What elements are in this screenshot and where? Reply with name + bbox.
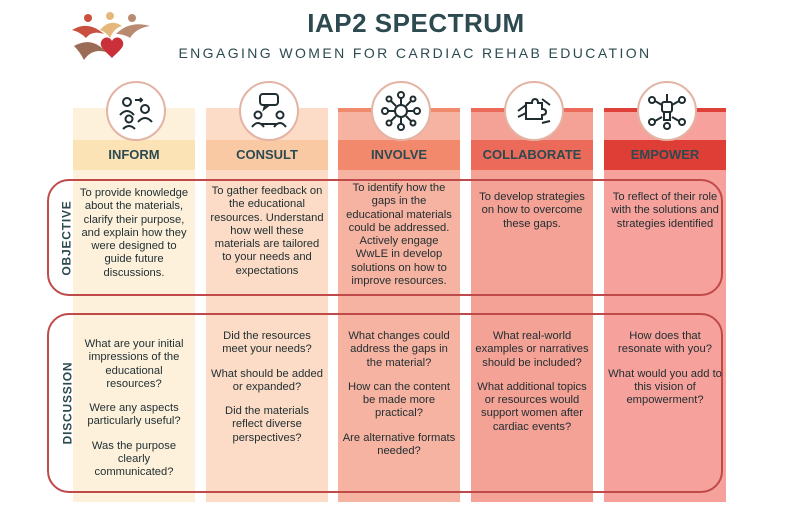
network-people-icon (371, 81, 431, 141)
objective-cell-involve: To identify how the gaps in the educatio… (346, 182, 452, 288)
page-title: IAP2 SPECTRUM (307, 8, 525, 38)
objective-cell-empower: To reflect of their role with the soluti… (611, 191, 719, 230)
column-header-empower: EMPOWER (604, 140, 726, 170)
raised-fists-icon (637, 81, 697, 141)
column-header-consult: CONSULT (206, 140, 328, 170)
objective-cell-collaborate: To develop strategies on how to overcome… (479, 191, 585, 230)
discussion-row (47, 313, 723, 493)
column-consult (206, 108, 328, 502)
people-exchange-icon (106, 81, 166, 141)
column-header-inform: INFORM (73, 140, 195, 170)
discussion-cell-collaborate: What real-world examples or narratives s… (475, 330, 589, 433)
column-header-involve: INVOLVE (338, 140, 460, 170)
meeting-chat-icon (239, 81, 299, 141)
objective-row (47, 179, 723, 296)
logo (66, 8, 158, 70)
column-empower (604, 108, 726, 502)
discussion-cell-consult: Did the resources meet your needs? What … (211, 330, 323, 444)
discussion-cell-involve: What changes could address the gaps in t… (342, 330, 456, 458)
page-subtitle: ENGAGING WOMEN FOR CARDIAC REHAB EDUCATI… (178, 45, 652, 61)
puzzle-hands-icon (504, 81, 564, 141)
discussion-cell-empower: How does that resonate with you? What wo… (608, 330, 722, 407)
objective-cell-inform: To provide knowledge about the materials… (79, 187, 189, 279)
column-inform (73, 108, 195, 502)
logo-figures-heart-icon (72, 12, 150, 60)
discussion-cell-inform: What are your initial impressions of the… (84, 338, 184, 479)
objective-cell-consult: To gather feedback on the educational re… (210, 185, 324, 277)
column-header-collaborate: COLLABORATE (471, 140, 593, 170)
column-involve (338, 108, 460, 502)
